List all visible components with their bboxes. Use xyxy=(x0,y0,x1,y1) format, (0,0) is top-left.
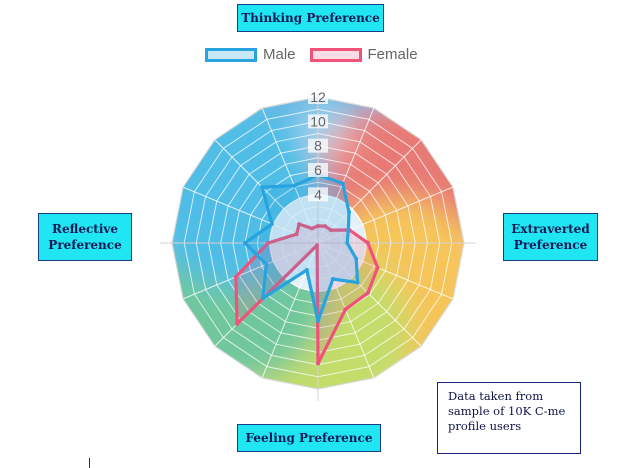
grid-spoke xyxy=(317,242,454,300)
reflective-preference-label: Reflective Preference xyxy=(38,213,132,261)
data-point-male[interactable] xyxy=(260,185,265,190)
legend-swatch-female xyxy=(309,47,362,62)
legend-label-female: Female xyxy=(367,46,418,63)
grid-spoke xyxy=(317,186,454,244)
data-point-female[interactable] xyxy=(297,222,302,227)
tick-label: 12 xyxy=(310,89,326,105)
data-point-male[interactable] xyxy=(340,181,345,186)
grid-spoke xyxy=(182,242,319,300)
data-point-female[interactable] xyxy=(375,265,380,270)
tick-label-bg xyxy=(308,187,328,202)
data-point-male[interactable] xyxy=(355,280,360,285)
tick-label: 10 xyxy=(310,113,326,129)
data-point-female[interactable] xyxy=(365,241,370,245)
tick-label-bg xyxy=(308,90,328,104)
data-point-male[interactable] xyxy=(264,262,269,267)
data-point-male[interactable] xyxy=(346,210,351,215)
tick-label-bg xyxy=(308,163,328,177)
data-point-male[interactable] xyxy=(243,241,247,245)
data-point-female[interactable] xyxy=(343,307,348,312)
tick-labels: 4 6 8 10 12 xyxy=(308,89,328,202)
grid-spoke xyxy=(317,107,375,244)
series-layer xyxy=(233,172,380,366)
data-point-female[interactable] xyxy=(322,224,327,229)
data-point-male[interactable] xyxy=(316,318,320,323)
legend-item-male[interactable]: Male xyxy=(205,46,296,63)
data-point-female[interactable] xyxy=(294,232,299,237)
grid-spoke xyxy=(317,139,422,244)
text-cursor xyxy=(89,458,90,468)
feeling-preference-label: Feeling Preference xyxy=(237,424,381,452)
tick-label: 4 xyxy=(314,186,322,202)
data-point-female[interactable] xyxy=(316,361,320,366)
legend-item-female[interactable]: Female xyxy=(309,46,418,63)
data-point-male[interactable] xyxy=(304,267,309,272)
data-point-male[interactable] xyxy=(354,256,359,261)
legend-label-male: Male xyxy=(263,46,296,63)
data-point-male[interactable] xyxy=(292,183,297,188)
data-point-female[interactable] xyxy=(235,321,240,326)
thinking-preference-label: Thinking Preference xyxy=(237,4,384,32)
extraverted-preference-label: Extraverted Preference xyxy=(503,213,598,261)
data-point-female[interactable] xyxy=(266,241,271,245)
data-source-note: Data taken from sample of 10K C-me profi… xyxy=(437,382,581,454)
data-point-female[interactable] xyxy=(309,226,314,231)
tick-label-bg xyxy=(308,138,328,153)
legend: Male Female xyxy=(205,46,418,63)
data-point-female[interactable] xyxy=(365,290,370,295)
data-point-male[interactable] xyxy=(346,228,351,233)
data-point-female[interactable] xyxy=(233,274,238,279)
data-point-female[interactable] xyxy=(316,223,320,228)
data-point-male[interactable] xyxy=(345,241,350,245)
data-point-male[interactable] xyxy=(269,221,274,226)
data-point-female[interactable] xyxy=(315,243,320,248)
grid-spoke xyxy=(317,242,422,347)
data-point-female[interactable] xyxy=(328,228,333,233)
tick-label: 6 xyxy=(314,162,322,178)
data-point-male[interactable] xyxy=(330,276,335,281)
tick-label: 8 xyxy=(314,138,322,154)
grid-spoke xyxy=(261,242,319,379)
tick-label-bg xyxy=(308,114,328,129)
legend-swatch-male xyxy=(205,47,257,62)
data-point-male[interactable] xyxy=(260,296,265,301)
grid-spoke xyxy=(261,107,319,244)
